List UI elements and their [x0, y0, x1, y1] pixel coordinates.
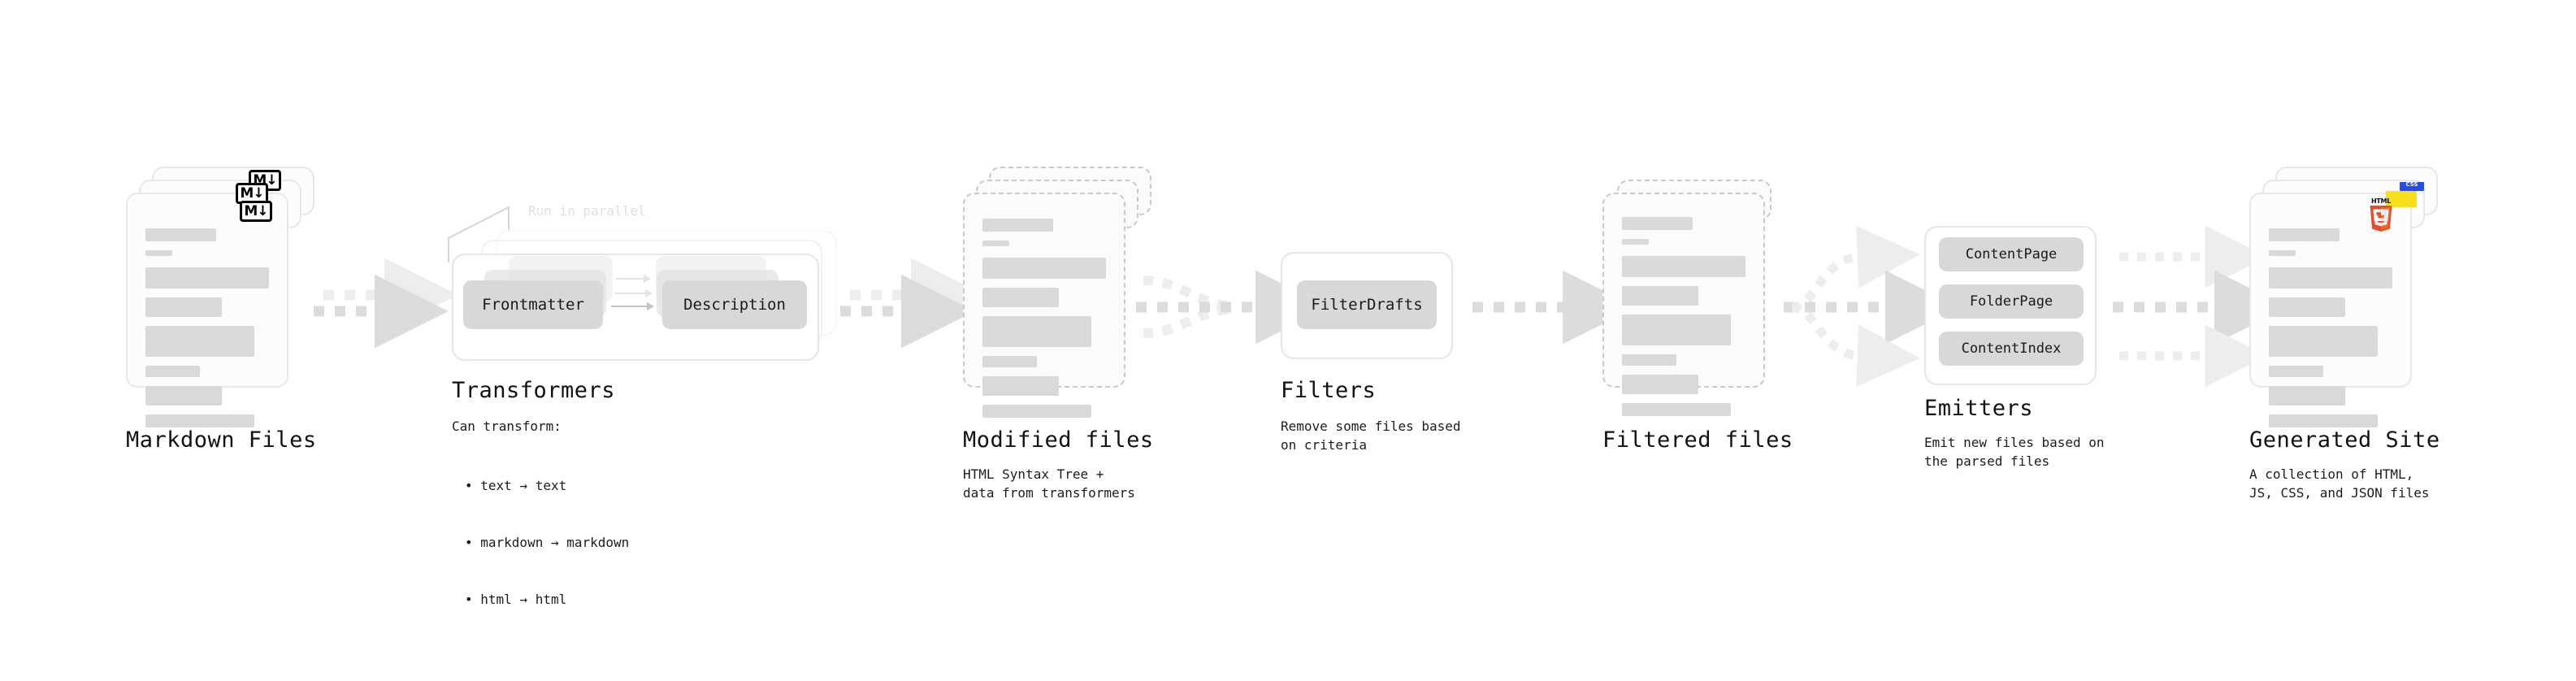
skeleton-bars [982, 219, 1106, 427]
skeleton-bar [2269, 250, 2296, 256]
stage-title-filters: Filters [1281, 378, 1377, 403]
skeleton-bar [2269, 228, 2340, 241]
skeleton-bar [982, 219, 1053, 232]
skeleton-bar [2269, 267, 2392, 288]
arrow-modified-to-filters [1136, 270, 1329, 345]
markdown-letter: M [244, 202, 258, 219]
skeleton-bar [145, 386, 223, 406]
skeleton-bar [2269, 297, 2346, 317]
stage-subtitle-transformers: Can transform: [452, 419, 562, 434]
html5-icon: HTML [2367, 197, 2395, 232]
arrow-emitters-to-site [2113, 225, 2288, 388]
run-in-parallel-label: Run in parallel [528, 203, 646, 219]
markdown-badge-front: M↓ [240, 201, 272, 222]
markdown-arrow: ↓ [253, 184, 264, 202]
skeleton-bar [982, 241, 1010, 246]
html5-shield [2370, 206, 2392, 232]
skeleton-bar [1622, 375, 1699, 394]
stage-subtitle-emitters: Emit new files based on the parsed files [1924, 435, 2105, 470]
skeleton-bar [1622, 314, 1731, 345]
stage-title-generated-site: Generated Site [2249, 427, 2440, 453]
stage-title-emitters: Emitters [1924, 396, 2034, 421]
markdown-icon: M↓ [240, 201, 272, 222]
skeleton-bar [145, 366, 200, 377]
markdown-arrow: ↓ [266, 171, 277, 189]
markdown-letter: M [240, 184, 254, 202]
transformer-pill-frontmatter[interactable]: Frontmatter [463, 280, 603, 329]
generated-site-stack: HTML [2249, 167, 2461, 427]
skeleton-bars [145, 228, 269, 436]
emitter-pill-contentpage[interactable]: ContentPage [1939, 237, 2084, 271]
skeleton-bar [145, 267, 269, 288]
markdown-files-stack: M↓ M↓ M↓ [126, 167, 329, 427]
transformers-bullet: • html → html [465, 591, 567, 607]
skeleton-bar [982, 376, 1060, 396]
modified-files-stack [963, 167, 1166, 418]
skeleton-bar [1622, 354, 1676, 366]
skeleton-bar [982, 356, 1037, 367]
skeleton-bar [1622, 217, 1693, 230]
markdown-arrow: ↓ [257, 202, 268, 219]
html5-wordmark: HTML [2370, 197, 2391, 205]
skeleton-bar [145, 250, 173, 256]
skeleton-bar [145, 414, 254, 427]
transformers-bullet: • markdown → markdown [465, 534, 630, 550]
skeleton-bars [1622, 217, 1746, 425]
transformer-pill-description[interactable]: Description [662, 280, 807, 329]
markdown-card-front [126, 193, 288, 427]
emitter-pill-folderpage[interactable]: FolderPage [1939, 284, 2084, 319]
skeleton-bar [2269, 414, 2378, 427]
skeleton-bar [1622, 256, 1746, 277]
js-badge-wrapper [2386, 191, 2417, 207]
css-badge-wrapper [2400, 181, 2424, 191]
filtered-files-stack [1602, 175, 1806, 419]
skeleton-bar [2269, 366, 2323, 377]
skeleton-bar [145, 228, 216, 241]
skeleton-bar [145, 297, 223, 317]
transformers-bullet: • text → text [465, 478, 567, 494]
arrow-filtered-to-emitters [1784, 225, 1959, 388]
run-in-parallel-leader [448, 206, 510, 262]
transformer-mini-arrow [611, 302, 654, 310]
stage-title-transformers: Transformers [452, 378, 616, 403]
stage-subtitle-filters: Remove some files based on criteria [1281, 419, 1461, 453]
skeleton-bar [982, 288, 1060, 307]
skeleton-bar [982, 316, 1091, 347]
skeleton-bar [1622, 286, 1699, 306]
modified-card-front [963, 193, 1125, 418]
transformer-mini-arrow-ghost [614, 289, 653, 297]
skeleton-bar [982, 405, 1091, 418]
skeleton-bar [2269, 386, 2346, 406]
stage-title-modified-files: Modified files [963, 427, 1154, 453]
stage-subtitle-modified-files: HTML Syntax Tree + data from transformer… [963, 466, 1135, 501]
javascript-icon [2386, 191, 2417, 207]
skeleton-bar [1622, 403, 1731, 416]
stage-title-filtered-files: Filtered files [1602, 427, 1793, 453]
filtered-card-front [1602, 193, 1765, 416]
html5-badge-wrapper: HTML [2367, 197, 2395, 232]
emitter-pill-contentindex[interactable]: ContentIndex [1939, 332, 2084, 366]
arrow-transformers-to-modified [840, 258, 985, 349]
stage-subtitle-generated-site: A collection of HTML, JS, CSS, and JSON … [2249, 466, 2430, 501]
skeleton-bar [982, 258, 1106, 279]
skeleton-bars [2269, 228, 2392, 436]
skeleton-bar [2269, 326, 2378, 357]
filter-pill-filterdrafts[interactable]: FilterDrafts [1297, 280, 1437, 329]
css3-icon [2400, 181, 2424, 191]
transformers-bullet-list: • text → text • markdown → markdown • ht… [465, 439, 629, 646]
skeleton-bar [1622, 239, 1650, 245]
stage-title-markdown-files: Markdown Files [126, 427, 317, 453]
skeleton-bar [145, 326, 254, 357]
transformer-mini-arrow-ghost [616, 275, 651, 283]
